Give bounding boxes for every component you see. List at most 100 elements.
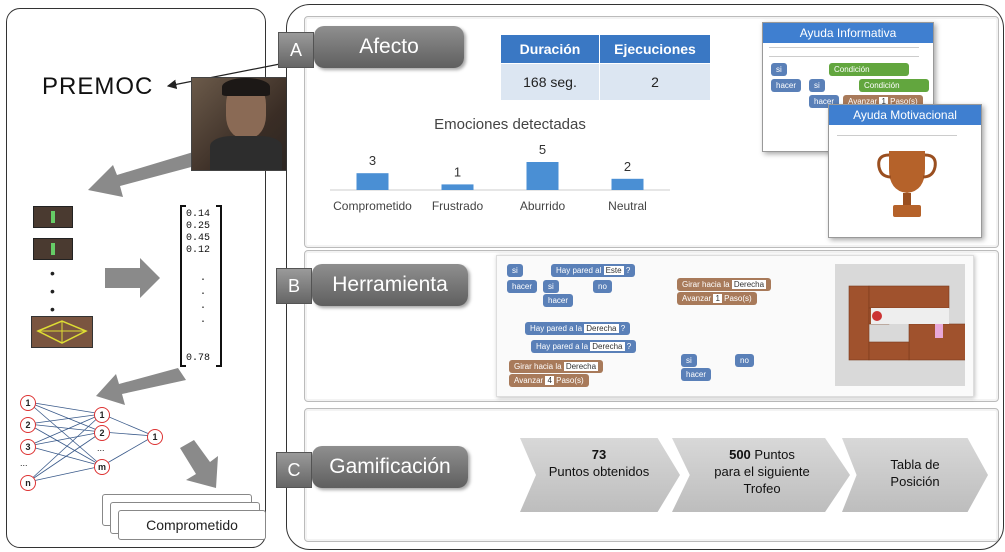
maze-view <box>835 264 970 386</box>
section-a-letter: A <box>278 32 314 68</box>
block-hacer[interactable]: hacer <box>681 368 712 381</box>
block-avanzar[interactable]: Avanzar 4 Paso(s) <box>509 374 589 387</box>
gray-arrow-2 <box>105 258 160 298</box>
next-trophy-suffix: Puntos <box>754 447 795 462</box>
points-label: Puntos obtenidos <box>548 464 650 479</box>
chart-bar <box>356 173 389 190</box>
duration-header: Duración <box>500 34 600 64</box>
points-text: 73 Puntos obtenidos <box>540 446 658 480</box>
stats-table: Duración Ejecuciones 168 seg. 2 <box>500 34 711 101</box>
chart-category-label: Aburrido <box>520 199 566 213</box>
face-photo <box>191 77 301 171</box>
leaderboard-label[interactable]: Tabla de Posición <box>890 457 940 489</box>
block-avanzar[interactable]: Avanzar 1 Paso(s) <box>677 292 757 305</box>
block-si-nested[interactable]: si <box>543 280 559 293</box>
next-trophy-chevron <box>672 438 850 512</box>
chart-value-label: 3 <box>369 153 376 168</box>
vector-dot: . <box>200 287 207 298</box>
eye-crop-2 <box>33 238 73 260</box>
feature-vector: 0.14 0.25 0.45 0.12 . . . . 0.78 <box>180 205 222 367</box>
chart-title: Emociones detectadas <box>434 116 586 133</box>
block-si[interactable]: si <box>681 354 697 367</box>
block-hacer[interactable]: hacer <box>507 280 538 293</box>
vector-value: 0.45 <box>186 233 211 244</box>
chart-bar <box>526 162 559 190</box>
executions-value: 2 <box>599 63 711 101</box>
nn-hidden-ellipsis: ... <box>97 443 105 453</box>
points-chevron <box>520 438 680 512</box>
chart-bar <box>611 178 644 190</box>
nn-input-node: n <box>20 475 36 491</box>
section-c-letter: C <box>276 452 312 488</box>
chart-value-label: 1 <box>454 164 461 179</box>
nn-input-node: 3 <box>20 439 36 455</box>
popup-block-condicion: Condición <box>829 63 909 76</box>
popup-block-hacer: hacer <box>771 79 802 92</box>
gray-arrow-1 <box>88 150 210 197</box>
leaderboard-chevron[interactable] <box>842 438 988 512</box>
motivation-popup-title: Ayuda Motivacional <box>829 105 981 125</box>
block-hay-pared-a-la[interactable]: Hay pared a la Derecha ? <box>531 340 637 353</box>
chart-bar <box>441 184 474 190</box>
nn-hidden-node: m <box>94 459 110 475</box>
motivation-help-popup: Ayuda Motivacional <box>828 104 982 238</box>
info-popup-text <box>769 47 919 57</box>
points-value: 73 <box>591 447 607 462</box>
vector-dot: . <box>200 315 207 326</box>
premoc-title: PREMOC <box>42 73 154 100</box>
shirt-shape <box>210 136 282 170</box>
section-b-letter: B <box>276 268 312 304</box>
popup-block-si: si <box>809 79 825 92</box>
duration-value: 168 seg. <box>500 63 600 101</box>
blockly-workspace[interactable]: si Hay pared al Este ? hacer si no hacer… <box>496 255 974 397</box>
result-card: Comprometido <box>118 510 266 540</box>
vector-value: 0.12 <box>186 245 211 256</box>
block-hacer-nested[interactable]: hacer <box>543 294 574 307</box>
nn-hidden-node: 2 <box>94 425 110 441</box>
section-a-label: Afecto <box>314 26 464 68</box>
next-trophy-value: 500 <box>729 447 751 462</box>
chart-category-label: Neutral <box>608 199 647 213</box>
block-girar[interactable]: Girar hacia la Derecha <box>509 360 604 373</box>
popup-block-condicion: Condición <box>859 79 929 92</box>
next-trophy-label: para el siguiente Trofeo <box>714 464 810 496</box>
vector-value: 0.14 <box>186 209 211 220</box>
gray-arrow-4 <box>180 440 218 488</box>
nn-input-node: 1 <box>20 395 36 411</box>
executions-header: Ejecuciones <box>599 34 711 64</box>
gray-arrow-3 <box>96 368 186 405</box>
info-popup-title: Ayuda Informativa <box>763 23 933 43</box>
nn-hidden-node: 1 <box>94 407 110 423</box>
vector-value: 0.25 <box>186 221 211 232</box>
chart-value-label: 2 <box>624 159 631 174</box>
vector-dot: . <box>200 301 207 312</box>
section-c-label: Gamificación <box>312 446 468 488</box>
ellipsis-dots: ••• <box>50 265 55 317</box>
nn-edges <box>27 401 155 483</box>
mouth-crop <box>31 316 93 348</box>
hair-shape <box>222 78 270 96</box>
motivation-popup-text <box>837 135 957 142</box>
nn-output-node: 1 <box>147 429 163 445</box>
nn-input-ellipsis: ... <box>20 458 28 468</box>
vector-dot: . <box>200 273 207 284</box>
next-trophy-text: 500 Puntos para el siguiente Trofeo <box>700 446 824 497</box>
section-b-label: Herramienta <box>312 264 468 306</box>
block-hay-pared-al[interactable]: Hay pared al Este ? <box>551 264 636 277</box>
block-no[interactable]: no <box>735 354 754 367</box>
block-si[interactable]: si <box>507 264 523 277</box>
eye-crop-1 <box>33 206 73 228</box>
chart-value-label: 5 <box>539 142 546 157</box>
block-girar[interactable]: Girar hacia la Derecha <box>677 278 772 291</box>
nn-input-node: 2 <box>20 417 36 433</box>
chart-category-label: Comprometido <box>333 199 412 213</box>
block-no[interactable]: no <box>593 280 612 293</box>
block-hay-pared-a-la[interactable]: Hay pared a la Derecha ? <box>525 322 631 335</box>
vector-value: 0.78 <box>186 353 211 364</box>
photo-to-premoc-arrow <box>166 61 291 90</box>
trophy-icon <box>877 151 937 217</box>
chart-category-label: Frustrado <box>432 199 484 213</box>
